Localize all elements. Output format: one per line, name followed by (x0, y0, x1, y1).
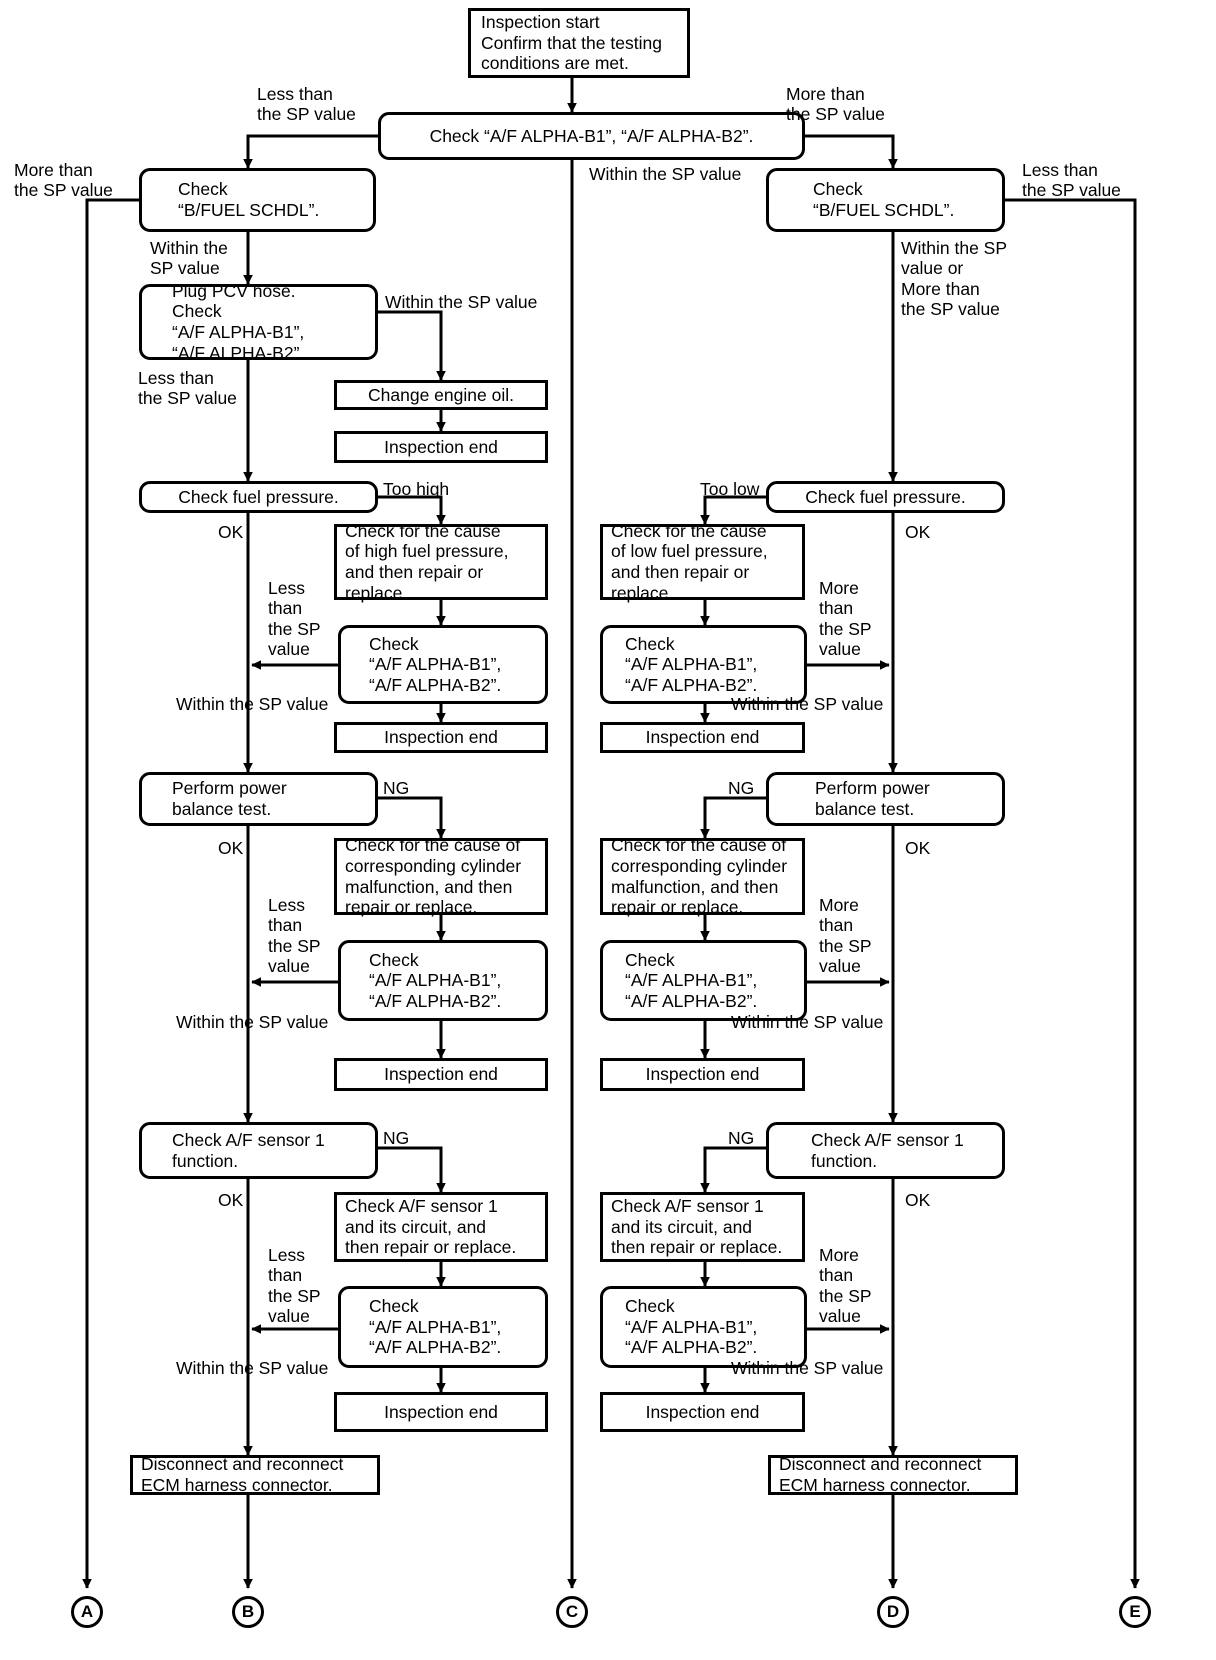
node-inspection-end-afsensor-right[interactable]: Inspection end (600, 1392, 805, 1432)
label-ng-afsensor-right: NG (728, 1128, 755, 1148)
label-more-than-sp-far-left: More than the SP value (14, 160, 113, 201)
node-check-fuel-pressure-right[interactable]: Check fuel pressure. (766, 481, 1005, 513)
node-af-sensor-function-right[interactable]: Check A/F sensor 1 function. (766, 1122, 1005, 1179)
label-within-sp-power-right: Within the SP value (731, 1012, 884, 1032)
label-more-than-sp-power-right: More than the SP value (819, 895, 872, 976)
node-inspection-end-power-right[interactable]: Inspection end (600, 1058, 805, 1091)
node-inspection-start[interactable]: Inspection start Confirm that the testin… (468, 8, 690, 78)
node-ecm-harness-right[interactable]: Disconnect and reconnect ECM harness con… (768, 1454, 1018, 1495)
label-within-sp-or-more-right: Within the SP value or More than the SP … (901, 238, 1008, 319)
label-ok-fuel-left: OK (218, 522, 244, 542)
connector-circle-c[interactable]: C (556, 1596, 588, 1628)
label-ok-fuel-right: OK (905, 522, 931, 542)
label-within-sp-left: Within the SP value (150, 238, 228, 279)
node-check-alpha-top[interactable]: Check “A/F ALPHA-B1”, “A/F ALPHA-B2”. (378, 112, 805, 160)
node-inspection-end-fuel-right[interactable]: Inspection end (600, 722, 805, 753)
node-check-alpha-afsensor-left[interactable]: Check “A/F ALPHA-B1”, “A/F ALPHA-B2”. (338, 1286, 548, 1368)
node-check-fuel-pressure-left[interactable]: Check fuel pressure. (139, 481, 378, 513)
node-inspection-end-oil[interactable]: Inspection end (334, 431, 548, 463)
label-ok-afsensor-left: OK (218, 1190, 244, 1210)
label-within-sp-fuel-right: Within the SP value (731, 694, 884, 714)
label-less-than-sp-pcv: Less than the SP value (138, 368, 237, 409)
node-bfuel-schdl-left[interactable]: Check “B/FUEL SCHDL”. (139, 168, 376, 232)
node-power-balance-right[interactable]: Perform power balance test. (766, 772, 1005, 826)
label-ok-power-left: OK (218, 838, 244, 858)
node-change-engine-oil[interactable]: Change engine oil. (334, 380, 548, 410)
label-too-high: Too high (383, 479, 450, 499)
label-within-sp-pcv: Within the SP value (385, 292, 538, 312)
label-within-sp-afsensor-right: Within the SP value (731, 1358, 884, 1378)
node-check-alpha-power-left[interactable]: Check “A/F ALPHA-B1”, “A/F ALPHA-B2”. (338, 940, 548, 1021)
node-ecm-harness-left[interactable]: Disconnect and reconnect ECM harness con… (130, 1454, 380, 1495)
label-less-than-sp-fuel-left: Less than the SP value (268, 578, 321, 659)
node-inspection-end-afsensor-left[interactable]: Inspection end (334, 1392, 548, 1432)
label-too-low: Too low (700, 479, 760, 499)
node-af-sensor-function-left[interactable]: Check A/F sensor 1 function. (139, 1122, 378, 1179)
label-less-than-sp-far-right: Less than the SP value (1022, 160, 1121, 201)
node-af-sensor-circuit-left[interactable]: Check A/F sensor 1 and its circuit, and … (334, 1192, 548, 1262)
node-check-alpha-fuel-left[interactable]: Check “A/F ALPHA-B1”, “A/F ALPHA-B2”. (338, 625, 548, 704)
label-ng-power-right: NG (728, 778, 755, 798)
label-within-sp-power-left: Within the SP value (176, 1012, 329, 1032)
connector-circle-e[interactable]: E (1119, 1596, 1151, 1628)
label-within-sp-afsensor-left: Within the SP value (176, 1358, 329, 1378)
label-more-than-sp-fuel-right: More than the SP value (819, 578, 872, 659)
node-check-alpha-fuel-right[interactable]: Check “A/F ALPHA-B1”, “A/F ALPHA-B2”. (600, 625, 807, 704)
label-ok-afsensor-right: OK (905, 1190, 931, 1210)
node-plug-pcv-hose[interactable]: Plug PCV hose. Check “A/F ALPHA-B1”, “A/… (139, 281, 378, 363)
connector-circle-a[interactable]: A (71, 1596, 103, 1628)
connector-circle-d[interactable]: D (877, 1596, 909, 1628)
node-cause-cylinder-left[interactable]: Check for the cause of corresponding cyl… (334, 835, 548, 917)
label-ng-power-left: NG (383, 778, 410, 798)
label-within-sp-fuel-left: Within the SP value (176, 694, 329, 714)
label-less-than-sp-top-left: Less than the SP value (257, 84, 356, 125)
node-power-balance-left[interactable]: Perform power balance test. (139, 772, 378, 826)
label-ok-power-right: OK (905, 838, 931, 858)
node-check-alpha-power-right[interactable]: Check “A/F ALPHA-B1”, “A/F ALPHA-B2”. (600, 940, 807, 1021)
node-inspection-end-power-left[interactable]: Inspection end (334, 1058, 548, 1091)
node-cause-cylinder-right[interactable]: Check for the cause of corresponding cyl… (600, 835, 805, 917)
node-inspection-end-fuel-left[interactable]: Inspection end (334, 722, 548, 753)
label-less-than-sp-power-left: Less than the SP value (268, 895, 321, 976)
connector-circle-b[interactable]: B (232, 1596, 264, 1628)
label-ng-afsensor-left: NG (383, 1128, 410, 1148)
label-more-than-sp-top-right: More than the SP value (786, 84, 885, 125)
node-cause-high-fuel-pressure[interactable]: Check for the cause of high fuel pressur… (334, 521, 548, 603)
label-less-than-sp-afsensor-left: Less than the SP value (268, 1245, 321, 1326)
node-check-alpha-afsensor-right[interactable]: Check “A/F ALPHA-B1”, “A/F ALPHA-B2”. (600, 1286, 807, 1368)
node-bfuel-schdl-right[interactable]: Check “B/FUEL SCHDL”. (766, 168, 1005, 232)
label-more-than-sp-afsensor-right: More than the SP value (819, 1245, 872, 1326)
node-cause-low-fuel-pressure[interactable]: Check for the cause of low fuel pressure… (600, 521, 805, 603)
label-within-sp-center: Within the SP value (589, 164, 742, 184)
node-af-sensor-circuit-right[interactable]: Check A/F sensor 1 and its circuit, and … (600, 1192, 805, 1262)
